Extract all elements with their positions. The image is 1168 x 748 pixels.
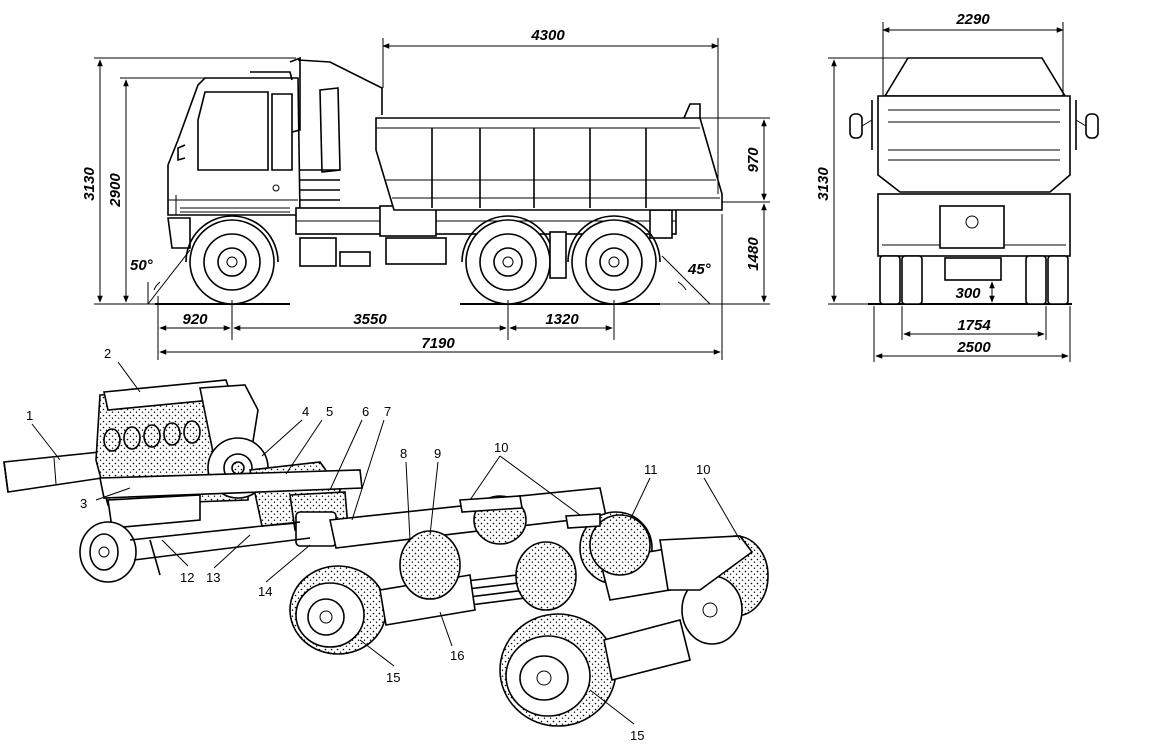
dim-970: 970	[745, 147, 762, 173]
front-hub	[79, 521, 137, 583]
dim-2500: 2500	[956, 339, 991, 356]
dim-4300: 4300	[530, 27, 565, 44]
callout-9: 9	[434, 446, 441, 461]
dim-1320: 1320	[545, 311, 579, 328]
callout-6: 6	[362, 404, 369, 419]
callout-13: 13	[206, 570, 220, 585]
rear-wheel	[567, 215, 661, 305]
dim-approach-angle: 50°	[130, 257, 154, 274]
callout-15-rear: 15	[630, 728, 644, 743]
callout-15-middle: 15	[386, 670, 400, 685]
callout-2: 2	[104, 346, 111, 361]
dim-920: 920	[182, 311, 208, 328]
dim-3550: 3550	[353, 311, 387, 328]
rear-hub	[499, 613, 617, 727]
callout-11: 11	[644, 462, 658, 477]
callout-12: 12	[180, 570, 194, 585]
cab	[167, 77, 301, 216]
dim-300: 300	[955, 285, 981, 302]
middle-hub	[289, 565, 387, 655]
dim-1480: 1480	[745, 237, 762, 271]
dim-departure-angle: 45°	[687, 261, 712, 278]
callout-3: 3	[80, 496, 87, 511]
front-wheel	[185, 215, 279, 305]
callout-10-center: 10	[494, 440, 508, 455]
dim-2900: 2900	[107, 173, 124, 208]
dim-3130-rear: 3130	[815, 167, 832, 201]
callout-4: 4	[302, 404, 309, 419]
callout-14: 14	[258, 584, 272, 599]
rear-view	[828, 22, 1099, 362]
chassis-cutaway	[3, 361, 769, 727]
callout-10-right: 10	[696, 462, 710, 477]
dim-2290: 2290	[955, 11, 990, 28]
dim-1754: 1754	[957, 317, 991, 334]
callout-7: 7	[384, 404, 391, 419]
dump-body	[375, 117, 723, 211]
callout-16: 16	[450, 648, 464, 663]
middle-wheel	[461, 215, 555, 305]
side-view	[94, 38, 770, 360]
callout-1: 1	[26, 408, 33, 423]
callout-8: 8	[400, 446, 407, 461]
front-beam	[3, 451, 103, 493]
rear-body	[877, 95, 1071, 193]
dim-3130-side: 3130	[81, 167, 98, 201]
dim-7190: 7190	[421, 335, 455, 352]
callout-5: 5	[326, 404, 333, 419]
